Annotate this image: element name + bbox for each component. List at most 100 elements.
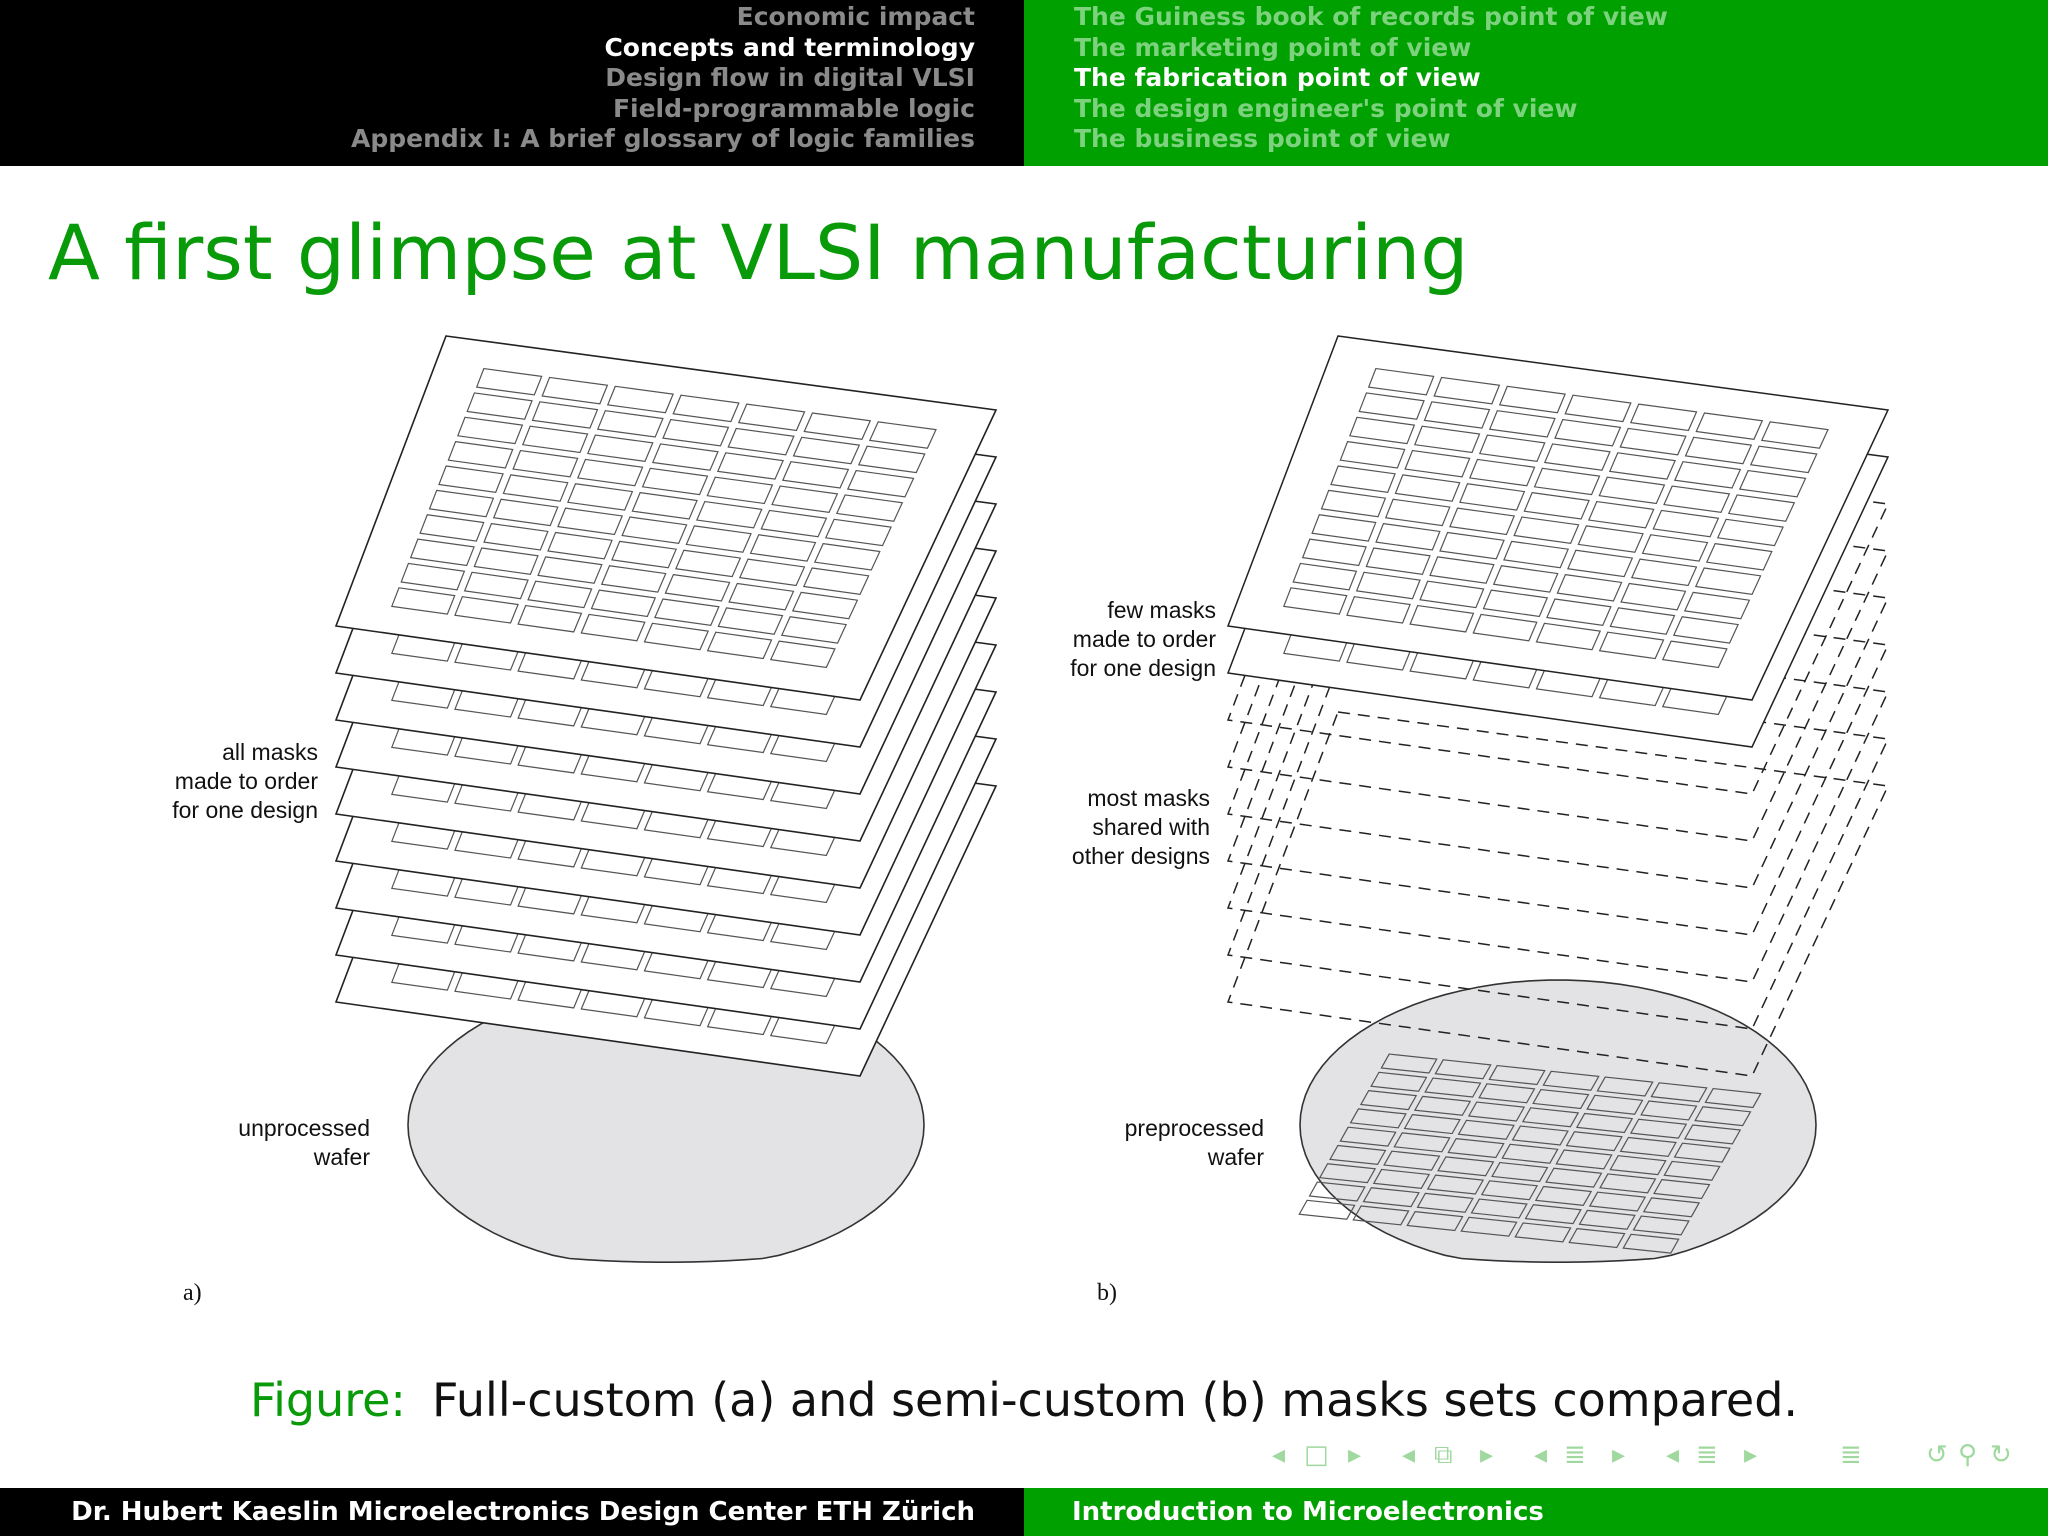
nav-symbol-icon[interactable]: ◂ bbox=[1666, 1440, 1680, 1470]
die-outline bbox=[400, 562, 466, 591]
die-outline bbox=[580, 613, 646, 642]
die-outline bbox=[857, 445, 926, 474]
die-outline bbox=[596, 410, 664, 438]
wafer-die-outline bbox=[1704, 1087, 1762, 1109]
wafer-die-outline bbox=[1393, 1132, 1451, 1153]
die-outline bbox=[675, 549, 742, 578]
wafer-die-outline bbox=[1329, 1144, 1387, 1166]
wafer-die-outline bbox=[1534, 1185, 1593, 1206]
die-outline bbox=[419, 514, 485, 542]
nav-symbol-icon[interactable]: ≣ bbox=[1840, 1440, 1862, 1470]
die-outline bbox=[1598, 631, 1665, 660]
section-link-3[interactable]: Field-programmable logic bbox=[612, 93, 975, 123]
nav-symbol-icon[interactable]: ⧉ bbox=[1434, 1440, 1453, 1470]
die-outline bbox=[1564, 394, 1632, 423]
nav-symbol-icon[interactable]: ↺ bbox=[1926, 1440, 1948, 1470]
die-outline bbox=[1409, 604, 1475, 633]
die-outline bbox=[738, 558, 806, 587]
preprocessed-wafer bbox=[1299, 979, 1817, 1263]
die-outline bbox=[1513, 516, 1580, 545]
footer-author: Dr. Hubert Kaeslin Microelectronics Desi… bbox=[0, 1488, 1024, 1536]
die-outline bbox=[1459, 483, 1526, 511]
nav-symbol-icon[interactable]: ▸ bbox=[1348, 1440, 1362, 1470]
die-outline bbox=[1282, 587, 1348, 615]
die-outline bbox=[590, 589, 657, 618]
die-outline bbox=[1320, 489, 1387, 518]
die-outline bbox=[685, 525, 752, 553]
wafer-die-outline bbox=[1609, 1155, 1667, 1176]
nav-symbol-icon[interactable]: ▸ bbox=[1744, 1440, 1758, 1470]
die-outline bbox=[1503, 540, 1570, 569]
section-link-4[interactable]: Appendix I: A brief glossary of logic fa… bbox=[351, 124, 975, 153]
subsection-link-4[interactable]: The business point of view bbox=[1074, 124, 1451, 153]
wafer-die-outline bbox=[1424, 1077, 1482, 1098]
nav-symbol-icon[interactable]: ◂ bbox=[1534, 1440, 1548, 1470]
die-outline bbox=[1330, 465, 1396, 494]
die-outline bbox=[846, 469, 915, 498]
die-outline bbox=[537, 556, 603, 584]
nav-symbol-icon[interactable]: ↻ bbox=[1990, 1440, 2012, 1470]
wafer-die-outline bbox=[1460, 1216, 1518, 1237]
subsection-navigation: The Guiness book of records point of vie… bbox=[1024, 0, 2048, 166]
die-outline bbox=[1684, 436, 1753, 465]
die-outline bbox=[1661, 640, 1728, 669]
die-outline bbox=[749, 534, 817, 562]
nav-symbol-icon[interactable]: ◂ bbox=[1402, 1440, 1416, 1470]
die-outline bbox=[1567, 549, 1634, 578]
custom-mask-sheet bbox=[1226, 335, 1890, 701]
unprocessed-wafer-label: unprocessed bbox=[238, 1115, 370, 1141]
nav-symbol-icon[interactable]: ≣ bbox=[1564, 1440, 1586, 1470]
preprocessed-wafer-label: wafer bbox=[1207, 1144, 1265, 1170]
die-outline bbox=[483, 522, 549, 551]
nav-symbol-icon[interactable]: ≣ bbox=[1696, 1440, 1718, 1470]
shared-masks-label: shared with bbox=[1092, 814, 1210, 840]
die-outline bbox=[1498, 385, 1566, 414]
nav-symbol-icon[interactable]: ▸ bbox=[1480, 1440, 1494, 1470]
die-outline bbox=[1543, 443, 1611, 471]
nav-symbol-icon[interactable]: ▸ bbox=[1612, 1440, 1626, 1470]
die-outline bbox=[737, 403, 806, 432]
die-outline bbox=[577, 458, 644, 487]
die-outline bbox=[706, 476, 774, 505]
wafer-die-outline bbox=[1599, 1173, 1657, 1194]
die-outline bbox=[1705, 543, 1773, 571]
die-outline bbox=[868, 421, 937, 449]
die-outline bbox=[1469, 458, 1536, 487]
slide-title: A first glimpse at VLSI manufacturing bbox=[48, 208, 1469, 297]
die-outline bbox=[771, 485, 839, 514]
wafer-die-outline bbox=[1632, 1215, 1690, 1236]
nav-symbol-icon[interactable]: ◂ bbox=[1272, 1440, 1286, 1470]
die-outline bbox=[631, 491, 698, 520]
die-outline bbox=[1413, 425, 1481, 454]
subsection-link-2[interactable]: The fabrication point of view bbox=[1074, 63, 1481, 92]
nav-symbol-icon[interactable]: □ bbox=[1304, 1440, 1329, 1470]
subsection-list: The Guiness book of records point of vie… bbox=[1074, 2, 1668, 155]
subsection-link-1[interactable]: The marketing point of view bbox=[1074, 32, 1472, 62]
section-link-0[interactable]: Economic impact bbox=[736, 2, 975, 31]
caption-text: Full-custom (a) and semi-custom (b) mask… bbox=[431, 1373, 1799, 1427]
few-masks-label: few masks bbox=[1107, 597, 1216, 623]
die-outline bbox=[1727, 494, 1796, 522]
subsection-link-0[interactable]: The Guiness book of records point of vie… bbox=[1074, 2, 1668, 31]
few-masks-label: made to order bbox=[1073, 626, 1217, 652]
wafer-die-outline bbox=[1673, 1142, 1731, 1163]
wafer-die-outline bbox=[1568, 1227, 1626, 1249]
die-outline bbox=[1404, 449, 1471, 478]
die-outline bbox=[1472, 613, 1538, 642]
die-outline bbox=[1301, 538, 1367, 567]
die-outline bbox=[502, 474, 569, 502]
footer-course-text: Introduction to Microelectronics bbox=[1072, 1497, 1544, 1527]
die-outline bbox=[1423, 401, 1491, 429]
wafer-die-outline bbox=[1403, 1113, 1461, 1135]
die-outline bbox=[586, 434, 654, 463]
section-link-2[interactable]: Design flow in digital VLSI bbox=[605, 63, 975, 92]
die-outline bbox=[517, 604, 583, 633]
nav-symbol-icon[interactable]: ⚲ bbox=[1958, 1440, 1978, 1470]
die-outline bbox=[611, 540, 678, 569]
die-outline bbox=[1535, 622, 1602, 651]
subsection-link-3[interactable]: The design engineer's point of view bbox=[1074, 93, 1578, 123]
section-link-1[interactable]: Concepts and terminology bbox=[604, 32, 975, 62]
wafer-die-outline bbox=[1383, 1150, 1441, 1171]
